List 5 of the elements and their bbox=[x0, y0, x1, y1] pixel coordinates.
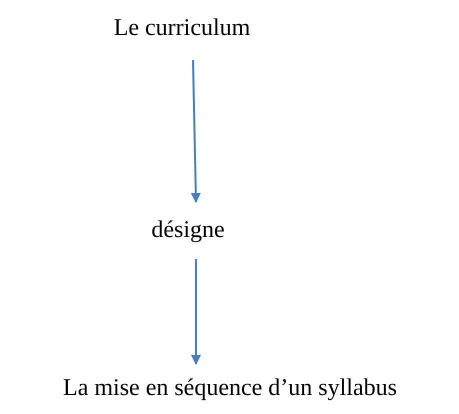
text-label: Le curriculum bbox=[108, 10, 256, 60]
arrow bbox=[191, 259, 201, 365]
arrow bbox=[190, 60, 201, 203]
text-label: La mise en séquence d’un syllabus bbox=[57, 364, 403, 406]
text-label: désigne bbox=[145, 202, 231, 259]
